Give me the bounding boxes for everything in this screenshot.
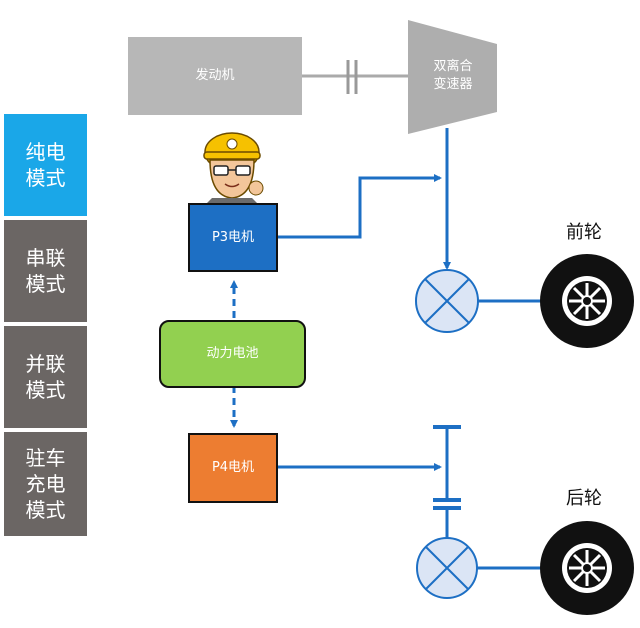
rear-differential-icon [416,537,478,599]
mode-tab-series[interactable]: 串联 模式 [4,220,87,322]
mode-tab-parallel[interactable]: 并联 模式 [4,326,87,428]
gearbox-shape [408,20,497,134]
engine-box[interactable]: 发动机 [128,37,302,115]
clutch-icon [346,60,358,94]
rear-gear-icon [433,425,461,540]
p3-to-shaft-line [278,174,442,239]
front-wheel-label: 前轮 [566,222,602,243]
p3-motor-box[interactable]: P3电机 [188,203,278,272]
differential-icon [415,269,479,333]
gearbox-label: 双离合 变速器 [433,59,473,92]
rear-wheel-label: 后轮 [566,488,602,509]
front-tire-wheel-icon [540,254,634,348]
battery-box[interactable]: 动力电池 [159,320,306,388]
mode-tab-pure-electric[interactable]: 纯电 模式 [4,114,87,216]
engineer-mascot-icon [203,132,264,204]
rear-tire-wheel-icon [540,521,634,615]
mode-tab-parked-charging[interactable]: 驻车 充电 模式 [4,432,87,536]
p4-motor-box[interactable]: P4电机 [188,433,278,503]
